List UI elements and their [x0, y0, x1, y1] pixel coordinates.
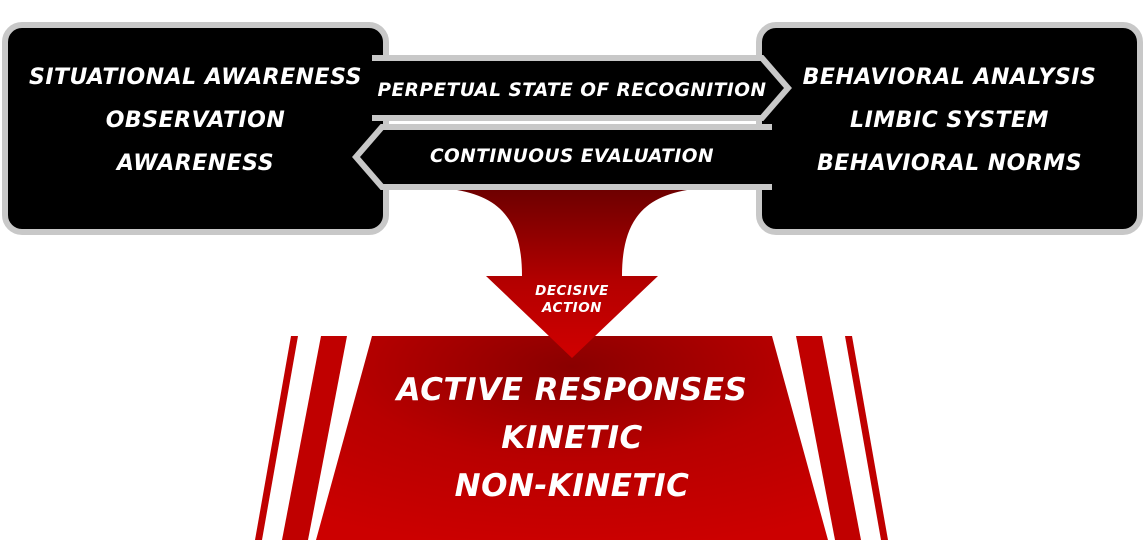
outcome-trapezoid	[316, 336, 828, 540]
outcome-line: ACTIVE RESPONSES	[396, 372, 748, 408]
arrow-left-band	[352, 124, 772, 190]
right-stripes	[796, 336, 888, 540]
left-box-line: SITUATIONAL AWARENESS	[29, 65, 362, 90]
left-box-line: OBSERVATION	[105, 108, 286, 133]
outcome-line: NON-KINETIC	[454, 468, 690, 504]
decisive-action-line: DECISIVE	[535, 283, 609, 299]
right-box-line: LIMBIC SYSTEM	[850, 108, 1049, 133]
left-box-text: SITUATIONAL AWARENESS OBSERVATION AWAREN…	[15, 56, 376, 185]
decisive-action-line: ACTION	[542, 300, 602, 316]
arrow-left-label: CONTINUOUS EVALUATION	[429, 146, 715, 167]
right-box-text: BEHAVIORAL ANALYSIS LIMBIC SYSTEM BEHAVI…	[769, 56, 1130, 185]
outcome-line: KINETIC	[501, 420, 643, 456]
right-box-line: BEHAVIORAL ANALYSIS	[802, 65, 1097, 90]
right-box-line: BEHAVIORAL NORMS	[816, 151, 1083, 176]
decisive-action-label: DECISIVE ACTION	[502, 283, 642, 317]
decisive-action-arrow	[457, 190, 687, 358]
left-box-line: AWARENESS	[116, 151, 275, 176]
arrow-right-label: PERPETUAL STATE OF RECOGNITION	[377, 80, 767, 101]
outcome-text: ACTIVE RESPONSES KINETIC NON-KINETIC	[372, 366, 772, 510]
left-stripes	[255, 336, 347, 540]
